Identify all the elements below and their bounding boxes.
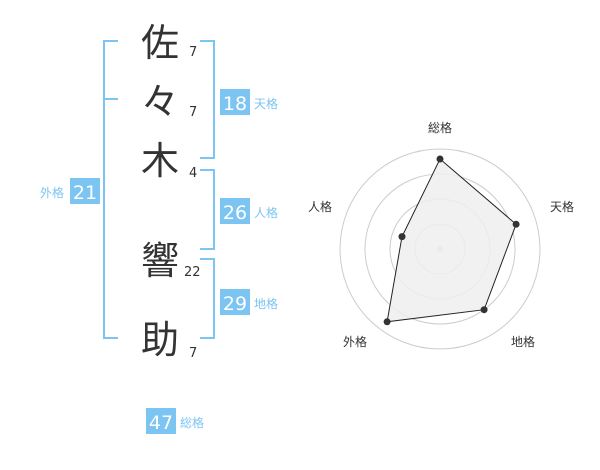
stroke-count-4: 22 bbox=[184, 265, 201, 280]
gaikaku-badge bbox=[70, 178, 100, 204]
chikaku-badge bbox=[220, 289, 250, 315]
tenkaku-bracket bbox=[200, 40, 215, 159]
radar-axis-label-1: 総格 bbox=[428, 120, 452, 135]
radar-point-5 bbox=[398, 233, 406, 241]
radar-point-3 bbox=[480, 306, 488, 314]
jinkaku-value: 26 bbox=[223, 202, 247, 224]
radar-point-2 bbox=[512, 220, 520, 228]
radar-point-4 bbox=[383, 318, 391, 326]
name-char-1: 佐 bbox=[141, 21, 179, 65]
fortune-brackets bbox=[103, 40, 215, 339]
jinkaku-label: 人格 bbox=[254, 205, 278, 220]
soukaku-group: 47 総格 bbox=[146, 408, 204, 434]
radar-axis-label-5: 人格 bbox=[308, 199, 332, 214]
soukaku-value: 47 bbox=[149, 412, 173, 434]
name-char-2: 々 bbox=[141, 80, 179, 124]
chikaku-bracket bbox=[200, 258, 215, 339]
gaikaku-bracket bbox=[103, 40, 118, 339]
name-char-3: 木 bbox=[141, 139, 179, 183]
jinkaku-bracket bbox=[200, 169, 215, 250]
gaikaku-value: 21 bbox=[73, 182, 97, 204]
name-char-5: 助 bbox=[141, 318, 179, 362]
name-char-4: 響 bbox=[141, 239, 179, 283]
radar-axis-label-4: 外格 bbox=[343, 334, 367, 349]
name-characters: 佐 7 々 7 木 4 響 22 助 7 bbox=[141, 21, 201, 362]
tenkaku-badge bbox=[220, 89, 250, 115]
chikaku-label: 地格 bbox=[254, 296, 278, 311]
gaikaku-label: 外格 bbox=[40, 185, 64, 200]
soukaku-label: 総格 bbox=[180, 415, 204, 430]
soukaku-badge bbox=[146, 408, 176, 434]
tenkaku-group: 18 天格 bbox=[220, 89, 278, 115]
tenkaku-label: 天格 bbox=[254, 96, 278, 111]
radar-ring-4 bbox=[339, 148, 541, 350]
stroke-count-2: 7 bbox=[189, 105, 197, 120]
radar-axis-label-2: 天格 bbox=[550, 199, 574, 214]
tenkaku-value: 18 bbox=[223, 93, 247, 115]
stroke-count-3: 4 bbox=[189, 166, 197, 181]
radar-axis-label-3: 地格 bbox=[511, 334, 535, 349]
chikaku-value: 29 bbox=[223, 293, 247, 315]
stroke-count-1: 7 bbox=[189, 45, 197, 60]
jinkaku-badge bbox=[220, 198, 250, 224]
radar-point-1 bbox=[436, 155, 444, 163]
jinkaku-group: 26 人格 bbox=[220, 198, 278, 224]
stroke-count-5: 7 bbox=[189, 346, 197, 361]
radar-polygon bbox=[386, 158, 517, 323]
chikaku-group: 29 地格 bbox=[220, 289, 278, 315]
gaikaku-group: 21 外格 bbox=[40, 178, 100, 204]
